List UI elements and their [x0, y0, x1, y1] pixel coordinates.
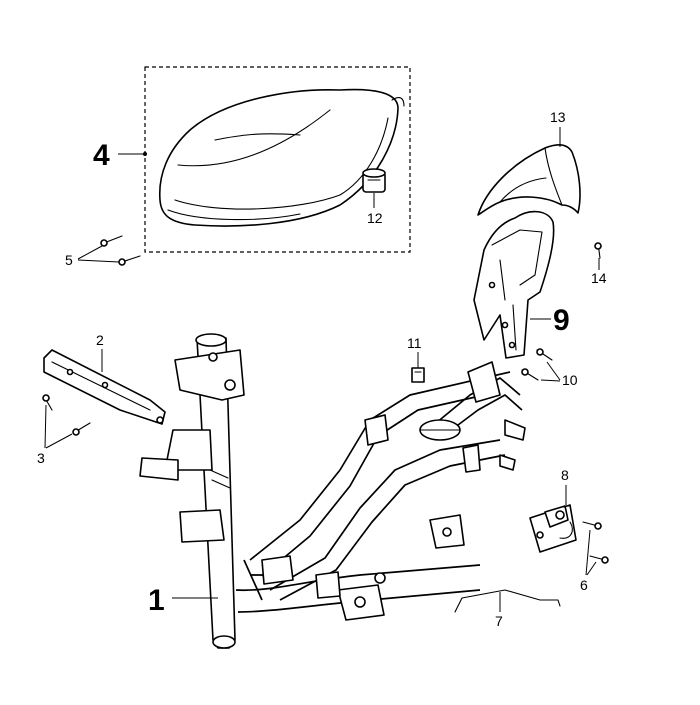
screw-6a-part[interactable]	[582, 521, 602, 530]
screw-10a-part[interactable]	[536, 348, 553, 361]
rear-cover-part[interactable]	[477, 143, 581, 216]
callout-4: 4	[93, 139, 110, 172]
bracket-8-part[interactable]	[529, 504, 577, 553]
callout-2: 2	[96, 332, 104, 348]
callout-9: 9	[553, 304, 570, 337]
seat-group-box	[144, 66, 411, 253]
leader-10b	[540, 379, 561, 382]
callout-14: 14	[591, 270, 607, 286]
screw-10b-part[interactable]	[521, 368, 539, 381]
seat-part[interactable]	[158, 88, 405, 227]
leader-6b	[586, 561, 597, 576]
screw-3b-part[interactable]	[72, 422, 91, 436]
leader-3b	[45, 433, 73, 449]
callout-3: 3	[37, 450, 45, 466]
callout-8: 8	[561, 467, 569, 483]
callout-1: 1	[148, 584, 165, 617]
rod-7-part[interactable]	[454, 589, 561, 613]
leader-5a	[77, 245, 103, 260]
front-bracket-part[interactable]	[43, 349, 166, 425]
screw-3a-part[interactable]	[42, 394, 53, 411]
leader-3a	[44, 404, 47, 449]
callout-6: 6	[580, 577, 588, 593]
carrier-part[interactable]	[473, 210, 555, 359]
screw-5b-part[interactable]	[118, 255, 141, 266]
seat-bumper-part[interactable]	[362, 168, 386, 193]
callout-13: 13	[550, 109, 566, 125]
screw-14-part[interactable]	[594, 242, 602, 259]
callout-10: 10	[562, 372, 578, 388]
callout-11: 11	[407, 335, 422, 351]
leader-5b	[77, 259, 120, 263]
leader-6a	[585, 529, 591, 576]
callout-7: 7	[495, 613, 503, 629]
callout-12: 12	[367, 210, 383, 226]
leader-10a	[546, 361, 561, 381]
screw-5a-part[interactable]	[100, 235, 123, 247]
leader-4-dot	[143, 152, 147, 156]
main-frame-part[interactable]	[139, 333, 526, 649]
screw-6b-part[interactable]	[589, 555, 609, 564]
clip-11-part[interactable]	[411, 367, 425, 383]
callout-5: 5	[65, 252, 73, 268]
